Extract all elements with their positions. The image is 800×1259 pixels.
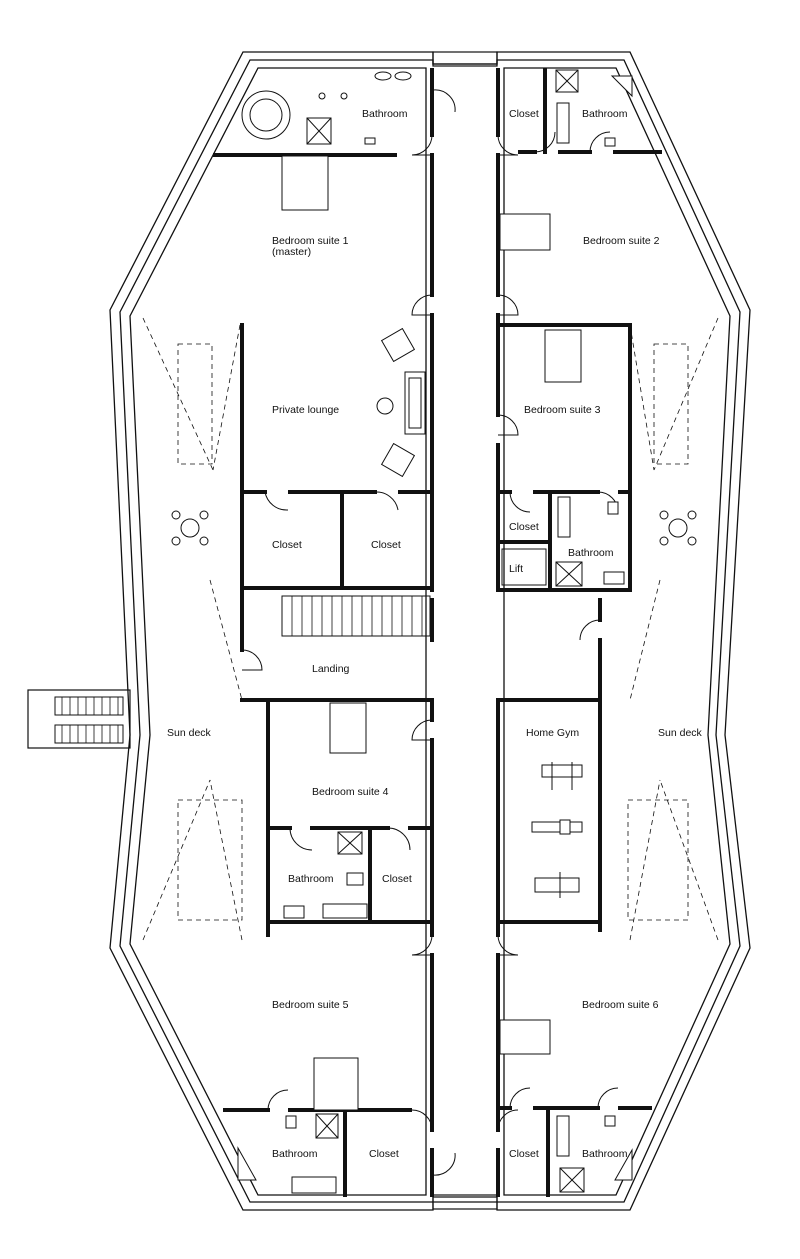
room-label-bathroom-1: Bathroom [362, 108, 408, 120]
sun-deck-left-pattern [142, 317, 243, 941]
room-label-closet-lounge-left: Closet [272, 539, 302, 551]
fixtures-suite-1 [241, 71, 412, 211]
fixtures-suite-5 [237, 1057, 359, 1194]
deck-table-left [171, 510, 209, 546]
room-label-home-gym: Home Gym [526, 727, 579, 739]
room-label-bathroom-5: Bathroom [272, 1148, 318, 1160]
external-stair [27, 689, 131, 749]
fixtures-suite-6 [499, 1019, 633, 1193]
room-label-closet-4: Closet [382, 873, 412, 885]
room-label-closet-lounge-right: Closet [371, 539, 401, 551]
room-label-bedroom-suite-1: Bedroom suite 1 [272, 235, 349, 247]
fixtures-lounge [376, 327, 426, 478]
room-label-sun-deck-right: Sun deck [658, 727, 703, 739]
room-label-bedroom-suite-1-sub: (master) [272, 246, 311, 258]
room-label-landing: Landing [312, 663, 350, 675]
room-label-bedroom-suite-4: Bedroom suite 4 [312, 786, 389, 798]
room-label-bathroom-2: Bathroom [582, 108, 628, 120]
room-label-bathroom-3: Bathroom [568, 547, 614, 559]
fixtures-suite-2 [499, 69, 633, 251]
fixtures-suite-3 [544, 329, 625, 587]
right-walls [496, 68, 662, 1197]
room-label-closet-3: Closet [509, 521, 539, 533]
fixtures-lift [501, 548, 547, 586]
room-label-sun-deck-left: Sun deck [167, 727, 212, 739]
sun-deck-right-pattern [627, 317, 719, 941]
left-walls [213, 68, 434, 1197]
interior-stair [281, 595, 431, 637]
room-label-bathroom-4: Bathroom [288, 873, 334, 885]
room-label-closet-5: Closet [369, 1148, 399, 1160]
corridor [432, 51, 498, 1210]
room-label-bedroom-suite-3: Bedroom suite 3 [524, 404, 601, 416]
room-label-private-lounge: Private lounge [272, 404, 339, 416]
room-label-lift: Lift [509, 563, 523, 575]
room-label-closet-2: Closet [509, 108, 539, 120]
doors [241, 89, 619, 1176]
fixtures-home-gym [531, 762, 583, 898]
room-label-bedroom-suite-2: Bedroom suite 2 [583, 235, 660, 247]
room-label-bedroom-suite-5: Bedroom suite 5 [272, 999, 349, 1011]
room-labels: Bathroom Closet Bathroom Bedroom suite 1… [167, 108, 703, 1160]
room-label-closet-6: Closet [509, 1148, 539, 1160]
fixtures-suite-4 [283, 702, 368, 919]
deck-table-right [659, 510, 697, 546]
room-label-bathroom-6: Bathroom [582, 1148, 628, 1160]
room-label-bedroom-suite-6: Bedroom suite 6 [582, 999, 659, 1011]
